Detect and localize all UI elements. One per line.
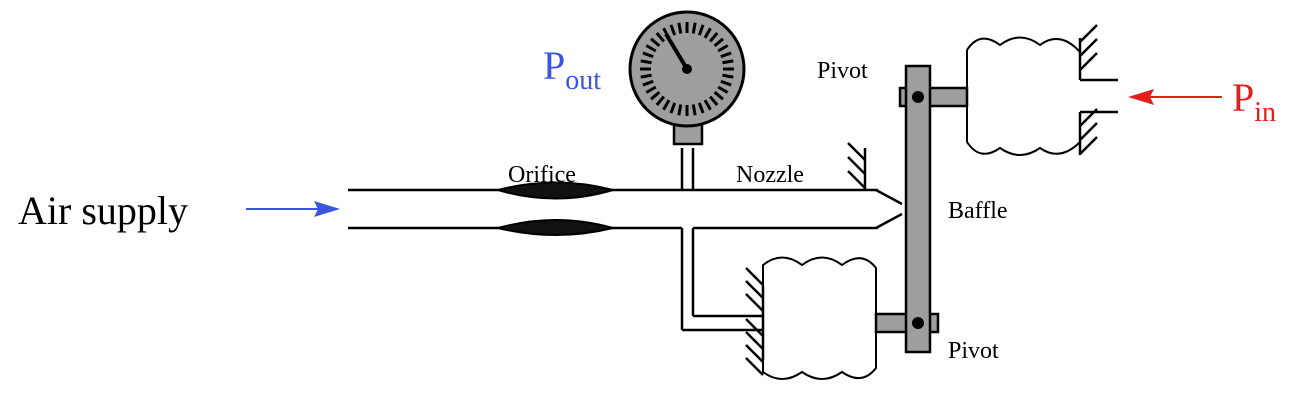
gauge-tick: [650, 90, 661, 101]
gauge-tick: [717, 44, 729, 53]
baffle-bar: [904, 64, 932, 354]
gauge-tick: [655, 32, 666, 43]
gauge-tick: [708, 32, 719, 43]
pin-main: P: [1232, 75, 1254, 120]
gauge-tick: [655, 95, 666, 106]
gauge-tick: [645, 44, 657, 53]
gauge-tick: [708, 95, 719, 106]
gauge-tick: [722, 59, 734, 65]
gauge-tick: [642, 79, 654, 87]
gauge-tick: [640, 73, 652, 79]
air-supply-arrow-icon: [246, 201, 340, 217]
gauge-tick: [703, 99, 712, 111]
gauge-stem: [672, 120, 704, 190]
gauge-tick: [642, 51, 654, 59]
gauge-tick: [713, 37, 724, 48]
gauge-tick: [669, 102, 677, 114]
pin-label: Pin: [1232, 75, 1276, 128]
gauge-tick: [697, 24, 705, 36]
orifice-label: Orifice: [508, 162, 576, 188]
gauge-tick: [677, 104, 683, 116]
orifice: [494, 181, 617, 236]
gauge-tick: [640, 59, 652, 65]
gauge-tick: [722, 73, 734, 79]
feedback-line: [680, 228, 763, 332]
gauge-tick: [720, 51, 732, 59]
pout-sub: out: [565, 65, 601, 96]
gauge-tick: [691, 22, 697, 34]
pout-main: P: [543, 43, 565, 88]
gauge-tick: [713, 90, 724, 101]
gauge-tick: [697, 102, 705, 114]
gauge-tick: [645, 85, 657, 94]
pin-arrow-icon: [1128, 89, 1222, 105]
nozzle-mount: [847, 142, 867, 190]
gauge-tick: [662, 99, 671, 111]
pivot-top-label: Pivot: [817, 58, 868, 84]
pressure-gauge-icon: [628, 10, 746, 128]
nozzle-label: Nozzle: [736, 162, 804, 188]
gauge-tick: [717, 85, 729, 94]
pout-label: Pout: [543, 43, 601, 96]
gauge-tick: [669, 24, 677, 36]
air-supply-label: Air supply: [18, 188, 188, 233]
main-air-line: [348, 188, 903, 230]
gauge-tick: [691, 104, 697, 116]
gauge-tick: [720, 79, 732, 87]
pin-sub: in: [1254, 97, 1276, 128]
baffle-label: Baffle: [948, 198, 1008, 224]
pivot-bottom-label: Pivot: [948, 338, 999, 364]
gauge-tick: [677, 22, 683, 34]
gauge-tick: [650, 37, 661, 48]
gauge-tick: [703, 27, 712, 39]
input-bellows: [898, 24, 1118, 156]
